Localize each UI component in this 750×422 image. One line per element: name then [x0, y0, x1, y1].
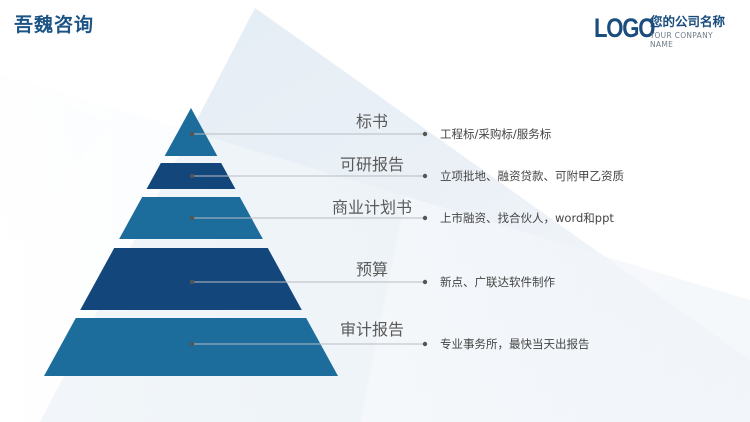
- tier-dot-4: [189, 279, 195, 285]
- pyramid-tier-4: [80, 248, 302, 310]
- tier-dot-1: [189, 131, 195, 137]
- page-title: 吾魏咨询: [14, 14, 95, 36]
- tier-dot-2: [189, 173, 195, 179]
- connector-dot-1: [422, 131, 428, 137]
- tier-dot-3: [189, 215, 195, 221]
- pyramid-tier-1: [164, 108, 218, 156]
- tier-label-2: 可研报告: [339, 155, 405, 174]
- company-name: 您的公司名称: [650, 14, 726, 29]
- pyramid-tier-5: [44, 318, 338, 376]
- tier-description-1: 工程标/采购标/服务标: [440, 127, 552, 141]
- tier-label-3: 商业计划书: [331, 198, 413, 217]
- logo-mark: LOGO: [594, 13, 655, 43]
- tier-description-4: 新点、广联达软件制作: [440, 275, 555, 289]
- connector-dot-5: [422, 341, 428, 347]
- tier-description-3: 上市融资、找合伙人，word和ppt: [440, 211, 614, 225]
- company-name-en: YOUR CONPANY NAME: [650, 31, 713, 49]
- tier-dot-5: [189, 341, 195, 347]
- connector-dot-2: [422, 173, 428, 179]
- connector-dot-3: [422, 215, 428, 221]
- tier-description-2: 立项批地、融资贷款、可附甲乙资质: [440, 169, 624, 183]
- tier-label-5: 审计报告: [339, 320, 405, 339]
- tier-description-5: 专业事务所，最快当天出报告: [440, 337, 590, 351]
- tier-label-4: 预算: [355, 260, 389, 279]
- connector-dot-4: [422, 279, 428, 285]
- tier-label-1: 标书: [355, 112, 389, 131]
